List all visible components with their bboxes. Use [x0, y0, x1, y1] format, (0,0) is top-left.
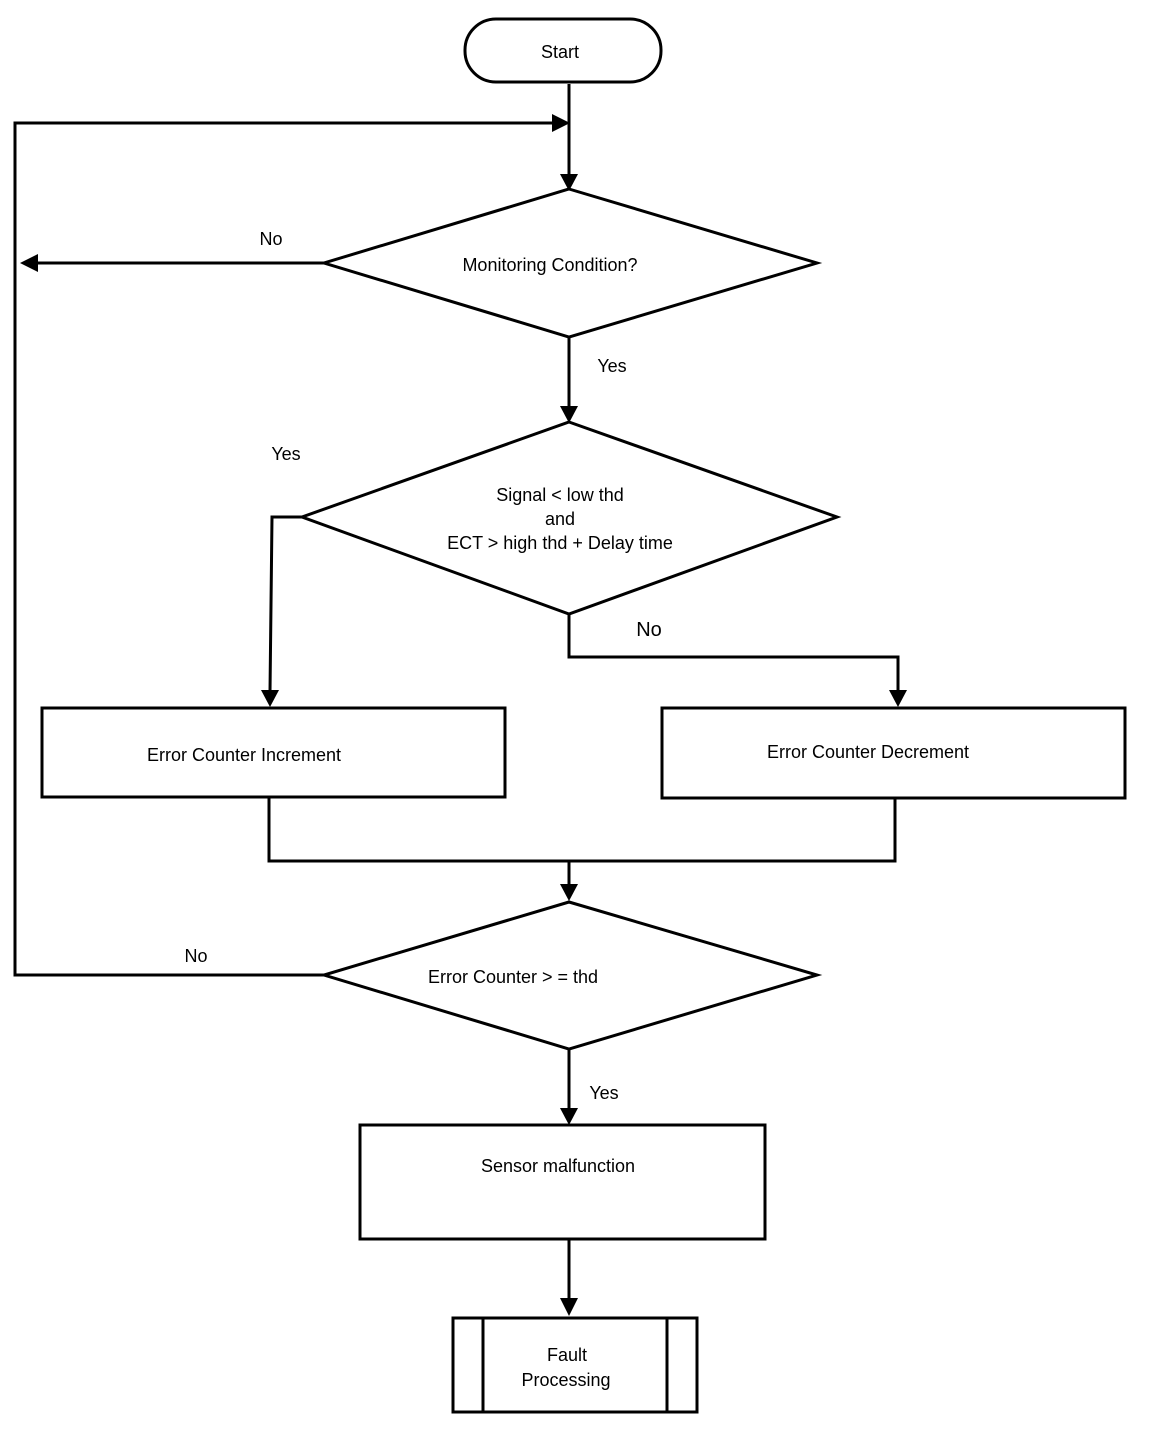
edge-labels: No Yes Yes No No Yes — [184, 229, 661, 1103]
start-node: Start — [463, 17, 663, 84]
connectors — [13, 84, 907, 1316]
signal-decision: Signal < low thd and ECT > high thd + De… — [297, 420, 842, 616]
arrowhead-fault — [560, 1298, 578, 1316]
fault-predefined-process: Fault Processing — [451, 1316, 699, 1414]
edge-label-monitoring-yes: Yes — [597, 356, 626, 376]
signal-label-line2: and — [545, 509, 575, 529]
arrowhead-loop-back — [552, 114, 570, 132]
edge-label-signal-no: No — [636, 619, 662, 641]
arrowhead-malfunction — [560, 1108, 578, 1125]
connector-merge — [267, 797, 897, 863]
decrement-process: Error Counter Decrement — [660, 706, 1127, 800]
edge-label-threshold-yes: Yes — [589, 1083, 618, 1103]
start-label: Start — [541, 42, 579, 62]
malfunction-process: Sensor malfunction — [358, 1123, 767, 1241]
arrowhead-decrement — [889, 690, 907, 707]
arrowhead-increment — [261, 690, 279, 707]
edge-label-threshold-no: No — [184, 946, 207, 966]
connector-signal-yes — [268, 515, 304, 693]
edge-label-signal-yes: Yes — [271, 444, 300, 464]
arrowhead-monitoring — [560, 174, 578, 191]
increment-label: Error Counter Increment — [147, 745, 341, 765]
connector-signal-no — [567, 614, 900, 692]
fault-label-line2: Processing — [521, 1370, 610, 1390]
threshold-decision: Error Counter > = thd — [318, 900, 823, 1051]
signal-label-line1: Signal < low thd — [496, 485, 624, 505]
decrement-label: Error Counter Decrement — [767, 742, 969, 762]
monitoring-decision: Monitoring Condition? — [318, 187, 823, 339]
increment-process: Error Counter Increment — [40, 706, 507, 799]
fault-label-line1: Fault — [547, 1345, 587, 1365]
threshold-label: Error Counter > = thd — [428, 967, 598, 987]
connector-loop-back — [13, 121, 554, 977]
arrowhead-monitoring-no — [20, 254, 38, 272]
edge-label-monitoring-no: No — [259, 229, 282, 249]
arrowhead-signal — [560, 406, 578, 423]
arrowhead-threshold — [560, 884, 578, 901]
malfunction-label: Sensor malfunction — [481, 1156, 635, 1176]
monitoring-label: Monitoring Condition? — [462, 255, 637, 275]
signal-label-line3: ECT > high thd + Delay time — [447, 533, 673, 553]
